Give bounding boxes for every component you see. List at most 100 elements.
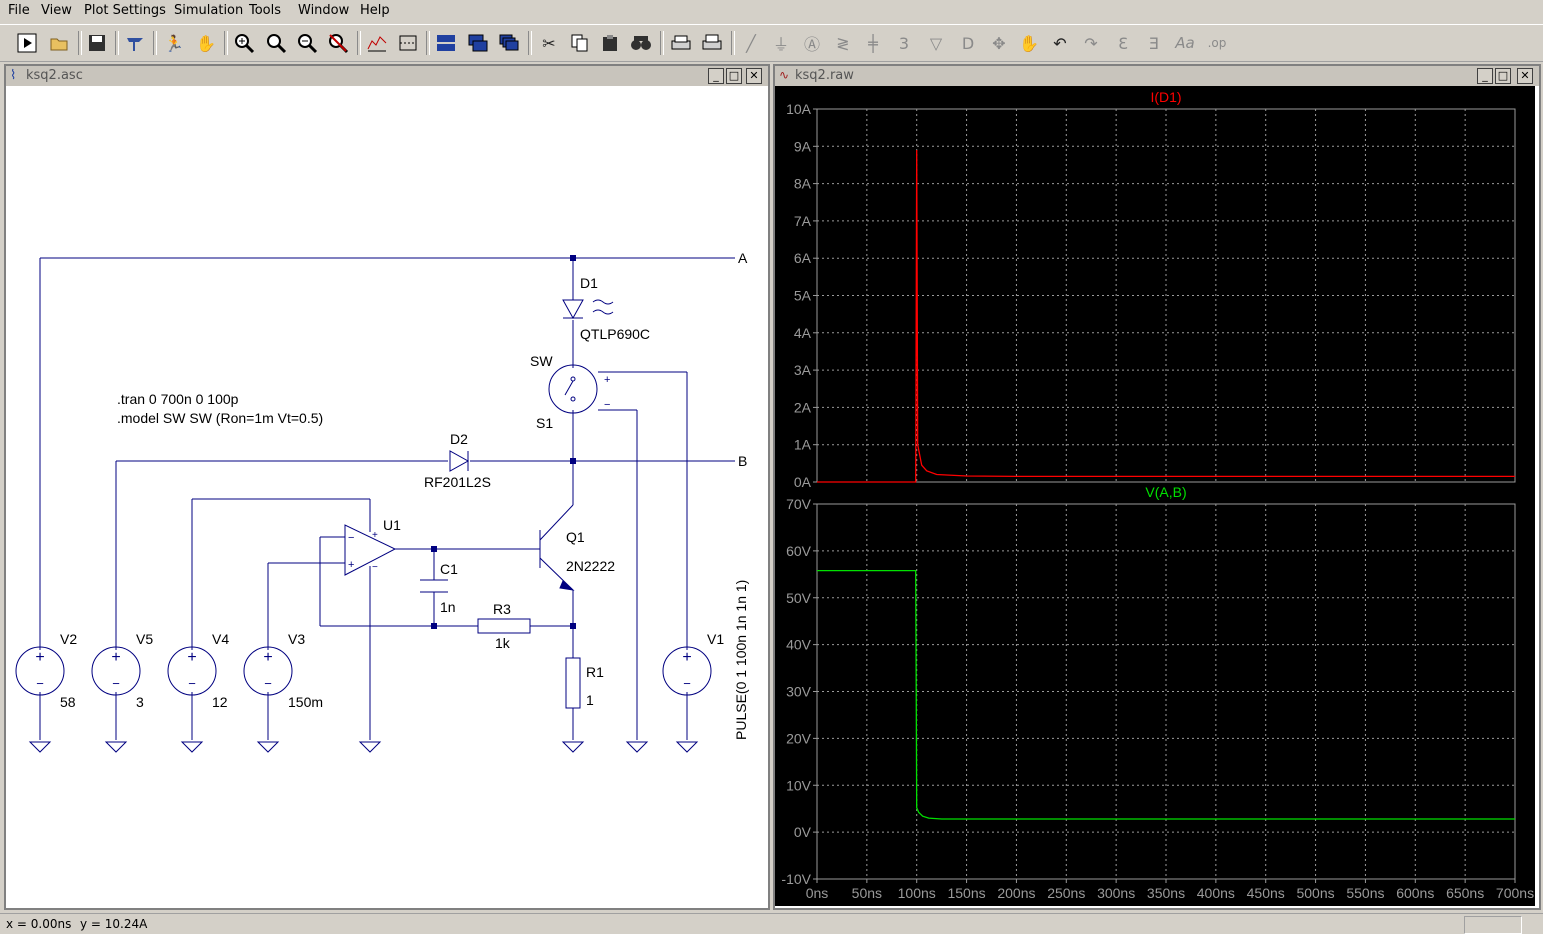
paste-icon[interactable] (597, 30, 623, 56)
v5-ref: V5 (136, 631, 153, 647)
y-tick-label: 50V (786, 590, 812, 606)
menu-tools[interactable]: Tools (249, 3, 282, 18)
label-icon[interactable]: Ⓐ (803, 35, 820, 54)
rotate-icon[interactable]: Ɛ (1118, 33, 1128, 53)
redo-icon[interactable]: ↷ (1084, 33, 1098, 53)
plot-maximize-button[interactable]: □ (1495, 68, 1511, 84)
y-tick-label: 9A (794, 138, 812, 154)
open-icon[interactable] (47, 30, 73, 56)
menu-window[interactable]: Window (298, 3, 350, 18)
halt-icon[interactable]: 🏃 (164, 33, 184, 53)
x-tick-label: 400ns (1197, 885, 1235, 901)
y-tick-label: 10A (786, 101, 812, 117)
y-tick-label: 10V (786, 777, 812, 793)
inductor-icon[interactable]: 3 (898, 33, 910, 53)
y-tick-label: 60V (786, 543, 812, 559)
svg-text:+: + (682, 649, 691, 666)
q1-value: 2N2222 (566, 558, 615, 574)
status-x: x = 0.00ns (6, 917, 72, 931)
menu-simulation[interactable]: Simulation (174, 3, 244, 18)
v1-value: PULSE(0 1 100n 1n 1n 1) (733, 580, 749, 740)
component-icon[interactable]: D (961, 33, 975, 53)
cascade-icon[interactable] (496, 30, 522, 56)
svg-text:+: + (348, 559, 354, 571)
y-tick-label: 3A (794, 362, 812, 378)
u1-ref: U1 (383, 517, 401, 533)
menu-view[interactable]: View (41, 3, 72, 18)
y-tick-label: 30V (786, 684, 812, 700)
minimize-button[interactable]: _ (708, 68, 724, 84)
mirror-icon[interactable]: Ǝ (1148, 33, 1160, 53)
mark-icon[interactable] (395, 30, 421, 56)
r1-ref: R1 (586, 664, 604, 680)
menu-plot-settings[interactable]: Plot Settings (84, 3, 166, 18)
move-icon[interactable]: ✥ (992, 33, 1006, 53)
plot-minimize-button[interactable]: _ (1477, 68, 1493, 84)
capacitor-icon[interactable]: ╪ (868, 33, 878, 53)
plot-close-button[interactable]: ✕ (1517, 68, 1533, 84)
drag-icon[interactable]: ✋ (1019, 33, 1039, 53)
zoom-in-icon[interactable] (231, 30, 257, 56)
d2-ref: D2 (450, 431, 468, 447)
spice-directive-icon[interactable]: .op (1207, 36, 1227, 50)
status-panel (1464, 916, 1522, 934)
resistor-icon[interactable]: ≷ (836, 33, 850, 53)
r3-value: 1k (495, 635, 511, 651)
zoom-area-icon[interactable] (263, 30, 289, 56)
x-tick-label: 300ns (1097, 885, 1135, 901)
undo-icon[interactable]: ↶ (1053, 33, 1067, 53)
maximize-button[interactable]: □ (726, 68, 742, 84)
y-tick-label: 6A (794, 250, 812, 266)
save-icon[interactable] (84, 30, 110, 56)
svg-text:−: − (36, 676, 44, 691)
x-tick-label: 100ns (898, 885, 936, 901)
svg-text:+: + (187, 649, 196, 666)
control-panel-icon[interactable] (122, 30, 148, 56)
plot-title: ksq2.raw (795, 68, 854, 83)
menu-help[interactable]: Help (360, 3, 390, 18)
cut-icon[interactable]: ✂ (542, 33, 556, 53)
tile-vertical-icon[interactable] (465, 30, 491, 56)
d2-value: RF201L2S (424, 474, 491, 490)
x-tick-label: 550ns (1346, 885, 1384, 901)
zoom-cancel-icon[interactable] (325, 30, 351, 56)
close-button[interactable]: ✕ (746, 68, 762, 84)
run-icon[interactable] (14, 30, 40, 56)
svg-text:−: − (348, 532, 354, 544)
x-tick-label: 650ns (1446, 885, 1484, 901)
wire-icon[interactable]: ╱ (746, 33, 756, 53)
v2-value: 58 (60, 694, 76, 710)
sw-model: SW (530, 353, 553, 369)
x-tick-label: 450ns (1247, 885, 1285, 901)
waveform-icon: ∿ (779, 68, 790, 82)
y-tick-label: 1A (794, 437, 812, 453)
v4-ref: V4 (212, 631, 229, 647)
autorange-icon[interactable] (364, 30, 390, 56)
y-tick-label: 4A (794, 325, 812, 341)
print-icon[interactable] (699, 30, 725, 56)
print-setup-icon[interactable] (668, 30, 694, 56)
menu-file[interactable]: File (8, 3, 30, 18)
y-tick-label: 7A (794, 213, 812, 229)
x-tick-label: 200ns (997, 885, 1035, 901)
find-icon[interactable] (628, 30, 654, 56)
svg-text:+: + (604, 374, 610, 386)
zoom-out-icon[interactable] (294, 30, 320, 56)
text-icon[interactable]: Aa (1175, 34, 1195, 52)
copy-icon[interactable] (567, 30, 593, 56)
tile-horizontal-icon[interactable] (433, 30, 459, 56)
x-tick-label: 250ns (1047, 885, 1085, 901)
pan-icon[interactable]: ✋ (196, 33, 216, 53)
diode-icon[interactable]: ▽ (929, 33, 943, 53)
svg-text:−: − (604, 399, 610, 411)
ground-icon[interactable]: ⏚ (772, 35, 789, 54)
schematic-canvas[interactable]: +− +− +− +− +− +− −+ +− A B D1 QTLP690C … (6, 86, 766, 906)
r1-value: 1 (586, 692, 594, 708)
net-label-b: B (738, 453, 747, 469)
